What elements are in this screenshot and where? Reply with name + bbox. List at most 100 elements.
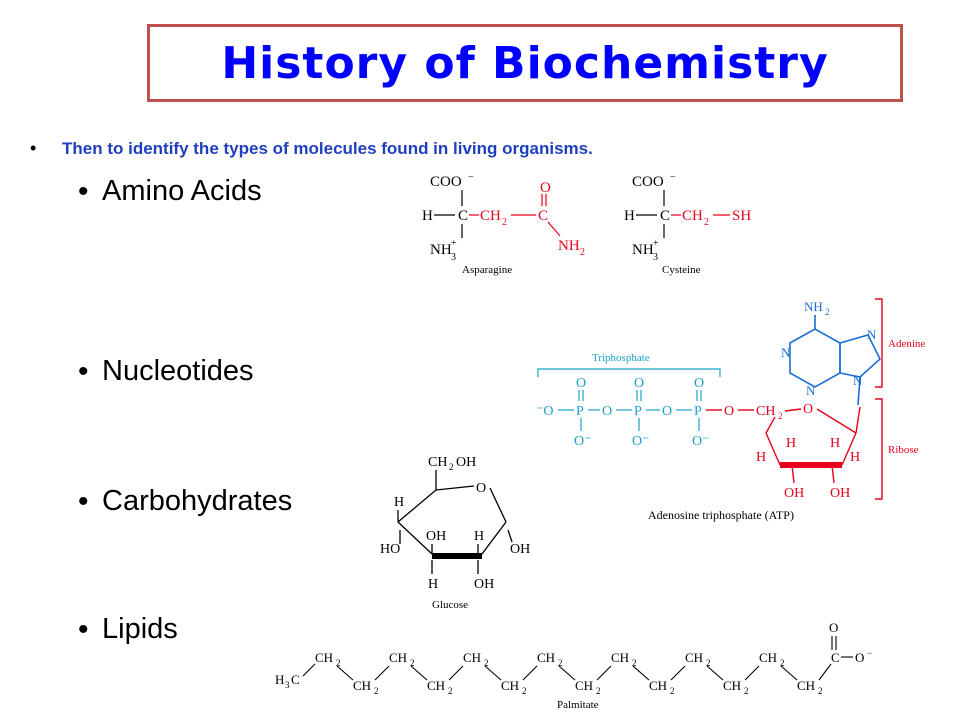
svg-text:H: H (830, 436, 840, 451)
svg-text:CH: CH (480, 208, 501, 224)
ribose-label: Ribose (888, 444, 919, 456)
list-item-nucleotides: • Nucleotides (78, 355, 254, 388)
svg-text:CH: CH (797, 678, 815, 693)
svg-text:N: N (781, 345, 791, 360)
subtitle: Then to identify the types of molecules … (62, 138, 593, 158)
svg-text:2: 2 (706, 658, 711, 668)
svg-text:H: H (474, 529, 484, 544)
svg-text:O: O (576, 376, 586, 391)
svg-text:COO: COO (632, 174, 664, 190)
svg-text:O⁻: O⁻ (632, 434, 650, 449)
svg-text:2: 2 (818, 686, 823, 696)
svg-text:CH: CH (501, 678, 519, 693)
svg-text:COO: COO (430, 174, 462, 190)
svg-text:NH: NH (558, 238, 580, 254)
svg-text:2: 2 (410, 658, 415, 668)
glucose-label: Glucose (432, 599, 468, 611)
svg-text:H: H (275, 672, 284, 687)
svg-text:CH: CH (649, 678, 667, 693)
svg-text:CH: CH (759, 650, 777, 665)
svg-text:CH: CH (428, 455, 447, 470)
svg-text:2: 2 (780, 658, 785, 668)
svg-text:O: O (476, 481, 486, 496)
svg-text:H: H (422, 208, 433, 224)
svg-text:2: 2 (336, 658, 341, 668)
svg-text:2: 2 (825, 307, 830, 317)
svg-text:N: N (853, 373, 863, 388)
svg-text:O: O (803, 402, 813, 417)
svg-text:CH: CH (682, 208, 703, 224)
bullet-icon: • (78, 174, 89, 208)
svg-text:2: 2 (670, 686, 675, 696)
svg-text:C: C (538, 208, 548, 224)
svg-text:OH: OH (510, 542, 530, 557)
list-item-label: Lipids (102, 613, 178, 645)
svg-text:O: O (855, 650, 864, 665)
svg-text:OH: OH (474, 577, 494, 592)
svg-text:P: P (634, 404, 642, 419)
svg-text:H: H (394, 495, 404, 510)
svg-text:CH: CH (353, 678, 371, 693)
svg-text:2: 2 (558, 658, 563, 668)
svg-text:2: 2 (449, 462, 454, 472)
svg-text:2: 2 (744, 686, 749, 696)
svg-text:2: 2 (448, 686, 453, 696)
svg-text:−: − (670, 172, 676, 183)
svg-text:2: 2 (484, 658, 489, 668)
svg-text:O: O (724, 404, 734, 419)
svg-text:3: 3 (285, 680, 290, 690)
svg-text:−: − (867, 648, 872, 658)
svg-text:2: 2 (502, 217, 507, 228)
svg-text:2: 2 (704, 217, 709, 228)
adenine-label: Adenine (888, 338, 925, 350)
list-item-amino-acids: • Amino Acids (78, 175, 262, 208)
svg-text:C: C (291, 672, 300, 687)
svg-text:2: 2 (632, 658, 637, 668)
svg-text:CH: CH (756, 404, 775, 419)
title-box: History of Biochemistry (147, 24, 903, 102)
svg-text:N: N (867, 327, 877, 342)
svg-text:N: N (806, 383, 816, 398)
svg-text:H: H (850, 450, 860, 465)
page-title: History of Biochemistry (221, 37, 829, 89)
svg-text:CH: CH (463, 650, 481, 665)
list-item-label: Nucleotides (102, 355, 254, 387)
palmitate-label: Palmitate (557, 699, 599, 711)
svg-text:P: P (694, 404, 702, 419)
list-item-label: Amino Acids (102, 175, 262, 207)
svg-text:2: 2 (522, 686, 527, 696)
svg-text:H: H (786, 436, 796, 451)
svg-text:C: C (660, 208, 670, 224)
svg-text:NH: NH (430, 242, 452, 258)
svg-text:H: H (624, 208, 635, 224)
svg-text:OH: OH (426, 529, 446, 544)
svg-text:P: P (576, 404, 584, 419)
svg-text:CH: CH (427, 678, 445, 693)
svg-text:O: O (634, 376, 644, 391)
list-item-label: Carbohydrates (102, 485, 293, 517)
svg-text:C: C (831, 650, 840, 665)
svg-text:2: 2 (596, 686, 601, 696)
svg-text:O: O (662, 404, 672, 419)
bullet-icon: • (78, 484, 89, 518)
svg-text:SH: SH (732, 208, 751, 224)
svg-text:NH: NH (804, 299, 823, 314)
bullet-icon: • (78, 354, 89, 388)
svg-text:CH: CH (537, 650, 555, 665)
svg-text:CH: CH (685, 650, 703, 665)
bullet-icon: • (78, 612, 89, 646)
svg-text:OH: OH (784, 486, 804, 501)
atp-label: Adenosine triphosphate (ATP) (648, 508, 794, 522)
svg-text:CH: CH (723, 678, 741, 693)
svg-text:+: + (653, 238, 659, 249)
svg-text:O: O (829, 620, 838, 635)
svg-text:OH: OH (456, 455, 476, 470)
svg-text:O: O (540, 180, 551, 196)
svg-text:3: 3 (451, 252, 456, 263)
svg-text:2: 2 (778, 411, 783, 421)
svg-text:CH: CH (611, 650, 629, 665)
svg-text:NH: NH (632, 242, 654, 258)
